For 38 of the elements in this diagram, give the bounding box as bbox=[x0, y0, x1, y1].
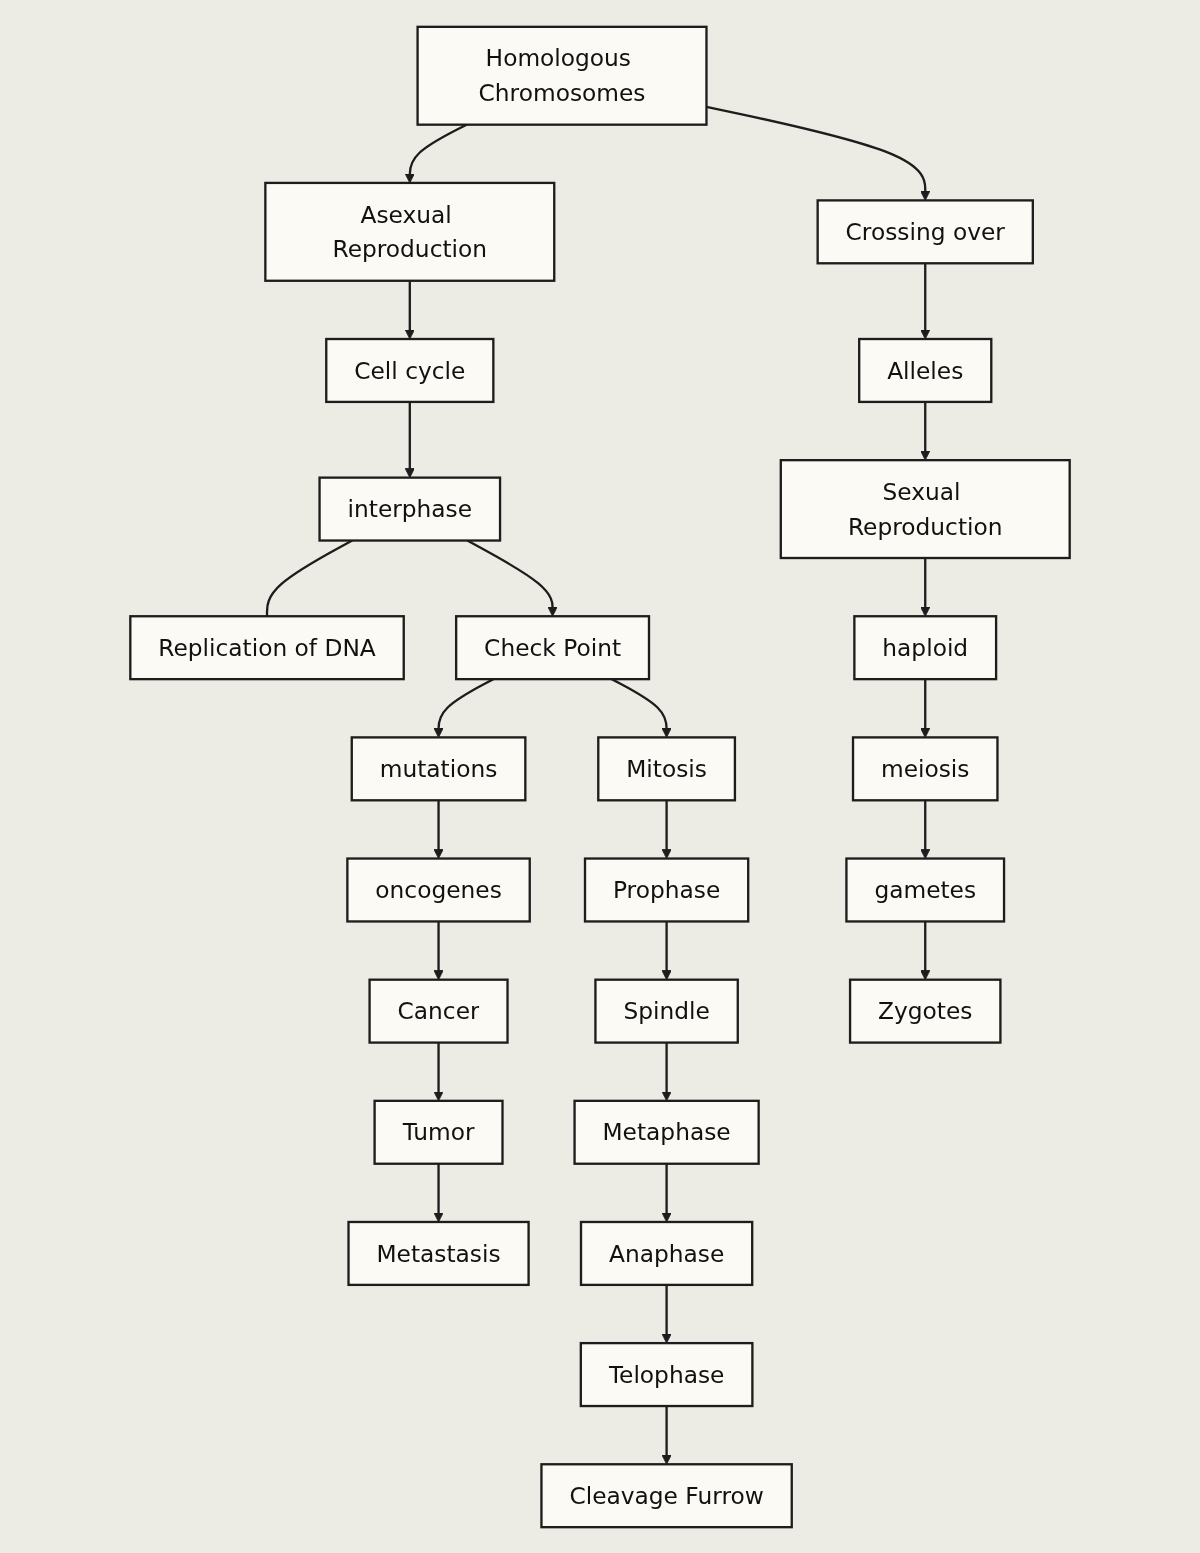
arrow bbox=[404, 401, 415, 478]
arrow bbox=[433, 1163, 444, 1222]
node-box: gametes bbox=[845, 856, 1006, 923]
arrow bbox=[920, 262, 931, 339]
arrow bbox=[433, 1042, 444, 1101]
node-box: Cell cycle bbox=[325, 337, 495, 403]
arrow bbox=[661, 1163, 672, 1222]
node-box: Alleles bbox=[858, 337, 993, 403]
arrow bbox=[920, 799, 931, 859]
node-box: meiosis bbox=[851, 735, 999, 801]
node-box: mutations bbox=[350, 735, 527, 801]
arrow bbox=[433, 920, 444, 980]
arrow bbox=[920, 920, 931, 980]
node-box: haploid bbox=[853, 614, 998, 680]
node-box: Anaphase bbox=[579, 1220, 754, 1286]
node-box: Metaphase bbox=[573, 1099, 760, 1165]
node-box: Telophase bbox=[579, 1341, 754, 1407]
node-box: Prophase bbox=[583, 856, 750, 923]
node-box: Zygotes bbox=[848, 978, 1002, 1044]
node-box: Spindle bbox=[594, 978, 739, 1044]
node-box: Replication of DNA bbox=[129, 614, 405, 680]
node-box: interphase bbox=[318, 475, 502, 542]
node-box: oncogenes bbox=[346, 856, 531, 923]
node-box: Tumor bbox=[373, 1099, 504, 1165]
node-box: Mitosis bbox=[597, 735, 737, 801]
arrow bbox=[433, 799, 444, 859]
arrow bbox=[661, 1042, 672, 1101]
node-box: Crossing over bbox=[816, 198, 1034, 264]
node-box: Cancer bbox=[368, 978, 509, 1044]
node-box: Homologous Chromosomes bbox=[416, 25, 708, 126]
node-box: Metastasis bbox=[347, 1220, 530, 1286]
node-box: Cleavage Furrow bbox=[540, 1462, 793, 1528]
arrow bbox=[661, 799, 672, 859]
node-box: Sexual Reproduction bbox=[779, 458, 1071, 559]
node-box: Check Point bbox=[455, 614, 651, 680]
arrow bbox=[404, 280, 415, 339]
node-box: Asexual Reproduction bbox=[264, 181, 556, 282]
arrow bbox=[661, 920, 672, 980]
